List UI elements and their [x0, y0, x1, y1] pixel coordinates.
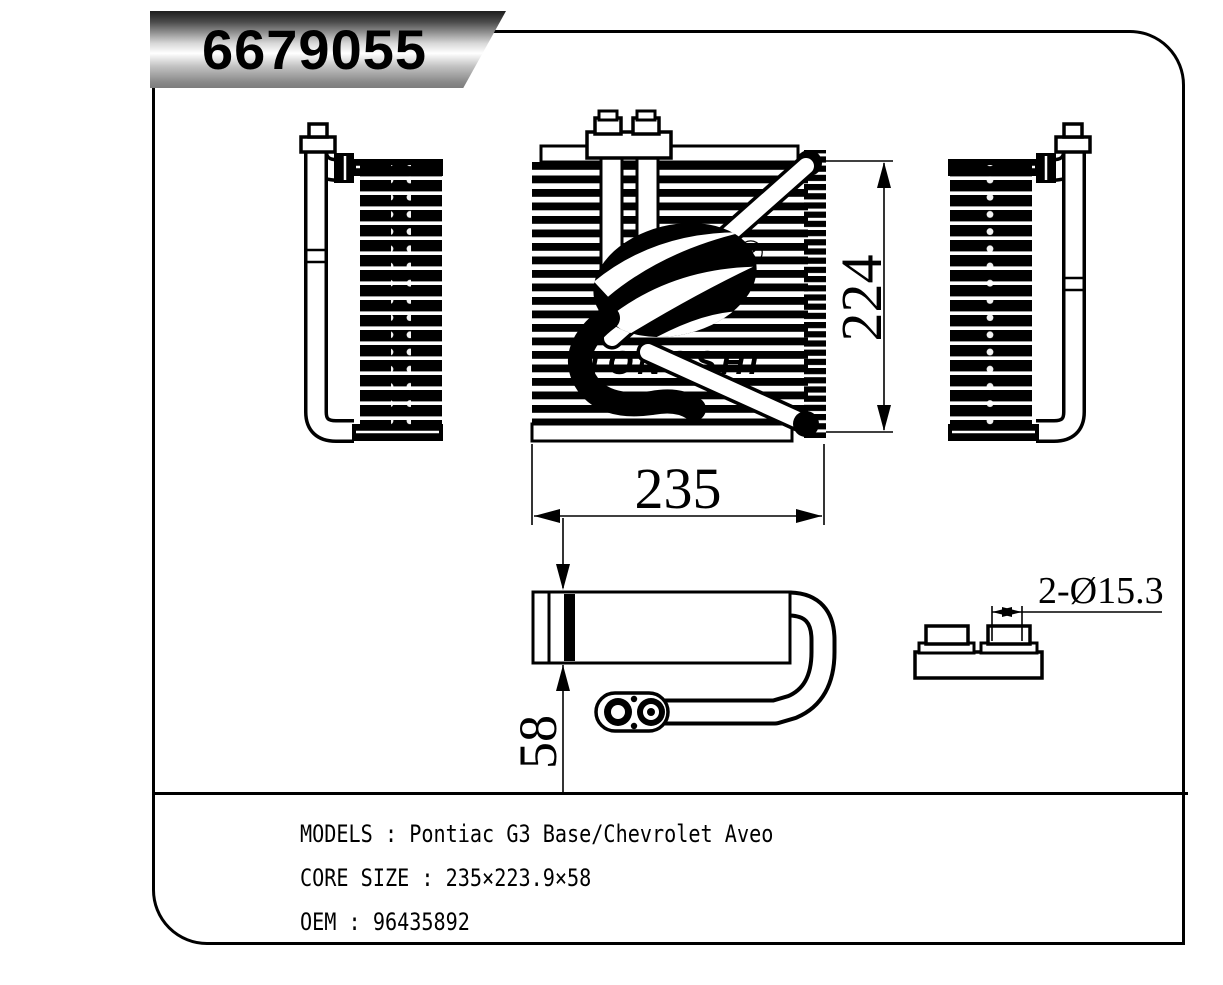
evaporator-side-view-right: [948, 122, 1092, 443]
evaporator-front-view: ® TONGSHI: [530, 109, 826, 443]
dim-width-235: 235: [531, 444, 825, 525]
dim-depth-label: 58: [508, 715, 568, 769]
dim-height-224: 224: [826, 160, 894, 433]
drawing-frame: [152, 30, 1185, 945]
title-block-divider: [152, 792, 1188, 795]
dim-height-label: 224: [829, 255, 894, 342]
spec-oem: OEM : 96435892: [300, 908, 470, 936]
dim-width-label: 235: [635, 456, 722, 521]
part-number-banner: 6679055: [150, 11, 506, 88]
spec-models: MODELS : Pontiac G3 Base/Chevrolet Aveo: [300, 820, 774, 848]
evaporator-side-view-left: [299, 122, 443, 443]
pipe-elbow-bottom: [793, 411, 819, 437]
spec-core-size: CORE SIZE : 235×223.9×58: [300, 864, 592, 892]
evaporator-top-view: [531, 590, 837, 733]
fitting-detail-view: [913, 624, 1044, 680]
dim-ports-label: 2-Ø15.3: [1038, 570, 1164, 612]
dim-depth-58: 58: [508, 518, 570, 792]
part-number: 6679055: [202, 18, 428, 81]
dim-ports: 2-Ø15.3: [991, 570, 1164, 641]
